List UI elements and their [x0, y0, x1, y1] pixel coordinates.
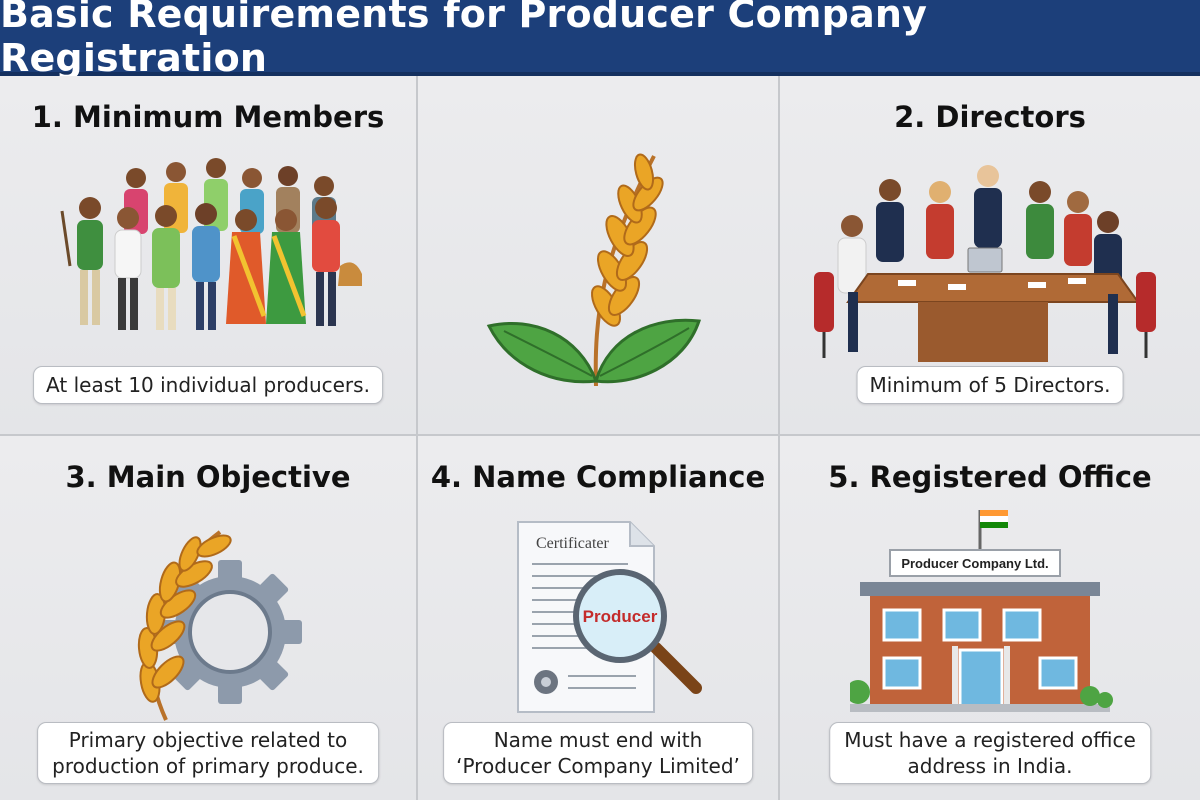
- wheat-gear-icon: [137, 530, 302, 721]
- card-title: 4. Name Compliance: [430, 460, 766, 494]
- caption-line: Primary objective related to: [68, 728, 348, 752]
- card-caption: Must have a registered office address in…: [829, 722, 1151, 784]
- farmers-group-icon: [60, 158, 362, 330]
- caption-line: Name must end with: [493, 728, 703, 752]
- caption-line: production of primary produce.: [52, 754, 364, 778]
- card-name-compliance: 4. Name Compliance Certificater Producer…: [418, 436, 780, 800]
- card-minimum-members: 1. Minimum Members: [0, 76, 418, 436]
- card-caption: At least 10 individual producers.: [33, 366, 383, 404]
- certificate-heading: Certificater: [536, 535, 610, 552]
- office-building-icon: Producer Company Ltd.: [850, 510, 1113, 712]
- building-sign: Producer Company Ltd.: [901, 556, 1048, 571]
- caption-line: ‘Producer Company Limited’: [456, 754, 740, 778]
- card-caption: Primary objective related to production …: [37, 722, 379, 784]
- certificate-magnifier-icon: Certificater Producer: [517, 521, 702, 713]
- board-meeting-icon: [814, 165, 1156, 362]
- card-title: 2. Directors: [894, 100, 1086, 134]
- card-caption: Name must end with ‘Producer Company Lim…: [443, 722, 753, 784]
- requirements-grid: 1. Minimum Members: [0, 76, 1200, 800]
- card-main-objective: 3. Main Objective: [0, 436, 418, 800]
- card-directors: 2. Directors Minimum of 5 Directors.: [780, 76, 1200, 436]
- header-bar: Basic Requirements for Producer Company …: [0, 0, 1200, 80]
- caption-line: address in India.: [907, 754, 1073, 778]
- card-title: 1. Minimum Members: [31, 100, 385, 134]
- wheat-sprout-icon: [486, 153, 702, 387]
- card-caption: Minimum of 5 Directors.: [856, 366, 1124, 404]
- card-title: 3. Main Objective: [65, 460, 351, 494]
- card-center-illustration: [418, 76, 780, 436]
- caption-line: Must have a registered office: [844, 728, 1136, 752]
- magnified-word: Producer: [583, 607, 658, 626]
- card-title: 5. Registered Office: [828, 460, 1152, 494]
- card-registered-office: 5. Registered Office Producer Company Lt…: [780, 436, 1200, 800]
- page-title: Basic Requirements for Producer Company …: [0, 0, 928, 80]
